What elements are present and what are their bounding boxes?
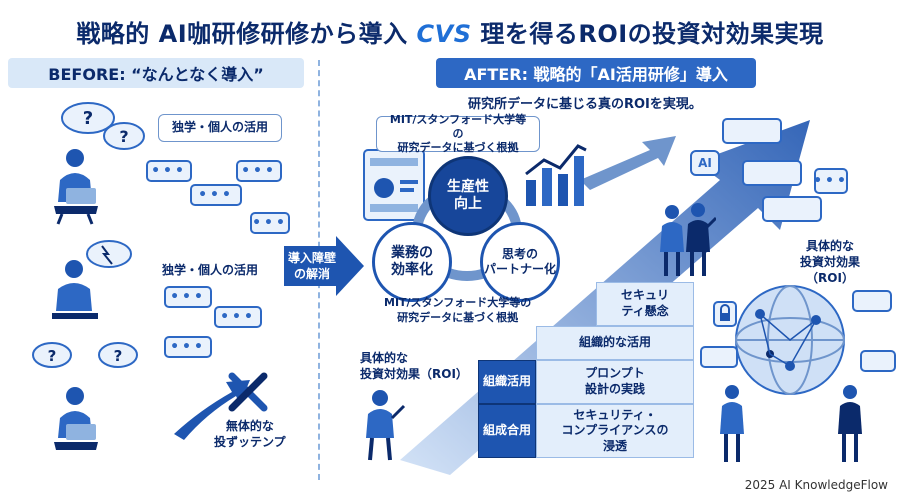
globe-network-icon — [735, 285, 845, 395]
person-head-hold-icon — [52, 260, 98, 319]
question-bubble-icon: ? — [32, 342, 72, 368]
svg-text:?: ? — [114, 347, 123, 365]
table-cell-row3-right: プロンプト 設計の実践 — [536, 360, 694, 404]
svg-text:?: ? — [48, 347, 57, 365]
question-bubble-icon: ? — [103, 122, 145, 150]
curved-arrow-icon — [174, 380, 250, 440]
roi-left-label: 具体的な 投資対効果（ROI） — [360, 351, 468, 382]
table-cell-row4-right: セキュリティ・ コンプライアンスの 浸透 — [536, 404, 694, 458]
team-people-icon — [720, 385, 862, 462]
chat-bubble-icon — [762, 196, 822, 222]
chat-bubble-icon: ••• — [146, 160, 192, 182]
presenter-icon — [366, 390, 406, 461]
before-bottom-label: 無体的な 投ずッテンプ — [214, 419, 286, 450]
transition-arrow — [284, 236, 364, 296]
person-laptop-icon — [54, 149, 98, 225]
cycle-node-top: 生産性 向上 — [428, 156, 508, 236]
chat-bubble-icon — [742, 160, 802, 186]
chat-bubble-icon — [852, 290, 892, 312]
chat-bubble-icon: ••• — [250, 212, 290, 234]
title-part2: 理を得るROIの投資対効果実現 — [480, 20, 824, 48]
chat-bubble-icon: ••• — [190, 184, 242, 206]
table-cell-organized-use: 組織的な活用 — [536, 326, 694, 360]
chat-bubble-icon — [860, 350, 896, 372]
title-vs: CVS — [416, 20, 472, 48]
svg-text:?: ? — [119, 127, 128, 146]
bar-chart-icon — [525, 144, 587, 206]
chat-bubble-icon: ••• — [813, 168, 848, 194]
question-bubble-icon: ? — [61, 102, 115, 134]
question-bubble-icon: ? — [98, 342, 138, 368]
cycle-node-right: 思考の パートナー化 — [480, 222, 560, 302]
roi-right-label: 具体的な 投資対効果 （ROI） — [800, 239, 861, 286]
after-band: AFTER: 戦略的「AI活用研修」導入 — [436, 58, 756, 88]
chat-bubble-icon — [700, 346, 738, 368]
chat-bubble-icon — [722, 118, 782, 144]
arrow-label: 導入障壁の解消 — [288, 251, 337, 282]
table-cell-security-concern: セキュリ ティ懸念 — [596, 282, 694, 326]
chat-bubble-icon: ••• — [236, 160, 282, 182]
after-callout-bottom: MIT/スタンフォード大学等の 研究データに基づく根拠 — [384, 296, 532, 324]
presenter-icon — [660, 203, 716, 276]
svg-text:?: ? — [83, 108, 93, 129]
cycle-node-left: 業務の 効率化 — [372, 222, 452, 302]
dashboard-icon — [363, 149, 425, 221]
after-subtitle: 研究所データに基じる真のROIを実現。 — [468, 97, 702, 112]
ai-badge-icon: AI — [690, 150, 720, 176]
before-band: BEFORE: “なんとなく導入” — [8, 58, 304, 88]
after-callout-top: MIT/スタンフォード大学等の 研究データに基づく根拠 — [376, 113, 540, 154]
footer-credit: 2025 AI KnowledgeFlow — [744, 478, 888, 492]
chat-bubble-icon: ••• — [164, 336, 212, 358]
lock-icon — [713, 301, 737, 327]
chat-bubble-icon: ••• — [214, 306, 262, 328]
table-cell-row4-left: 組成合用 — [478, 404, 536, 458]
crossed-tools-icon — [228, 372, 268, 412]
before-callout-top: 独学・個人の活用 — [158, 114, 282, 142]
page-title: 戦略的 AI咖研修研修から導入 CVS 理を得るROIの投資対効果実現 — [0, 14, 900, 49]
table-cell-row3-left: 組織活用 — [478, 360, 536, 404]
chat-bubble-icon: ••• — [164, 286, 212, 308]
person-laptop-icon — [54, 387, 98, 450]
before-label-middle: 独学・個人の活用 — [162, 263, 259, 277]
title-part1: 戦略的 AI咖研修研修から導入 — [76, 20, 408, 48]
thunder-bubble-icon — [86, 240, 132, 268]
